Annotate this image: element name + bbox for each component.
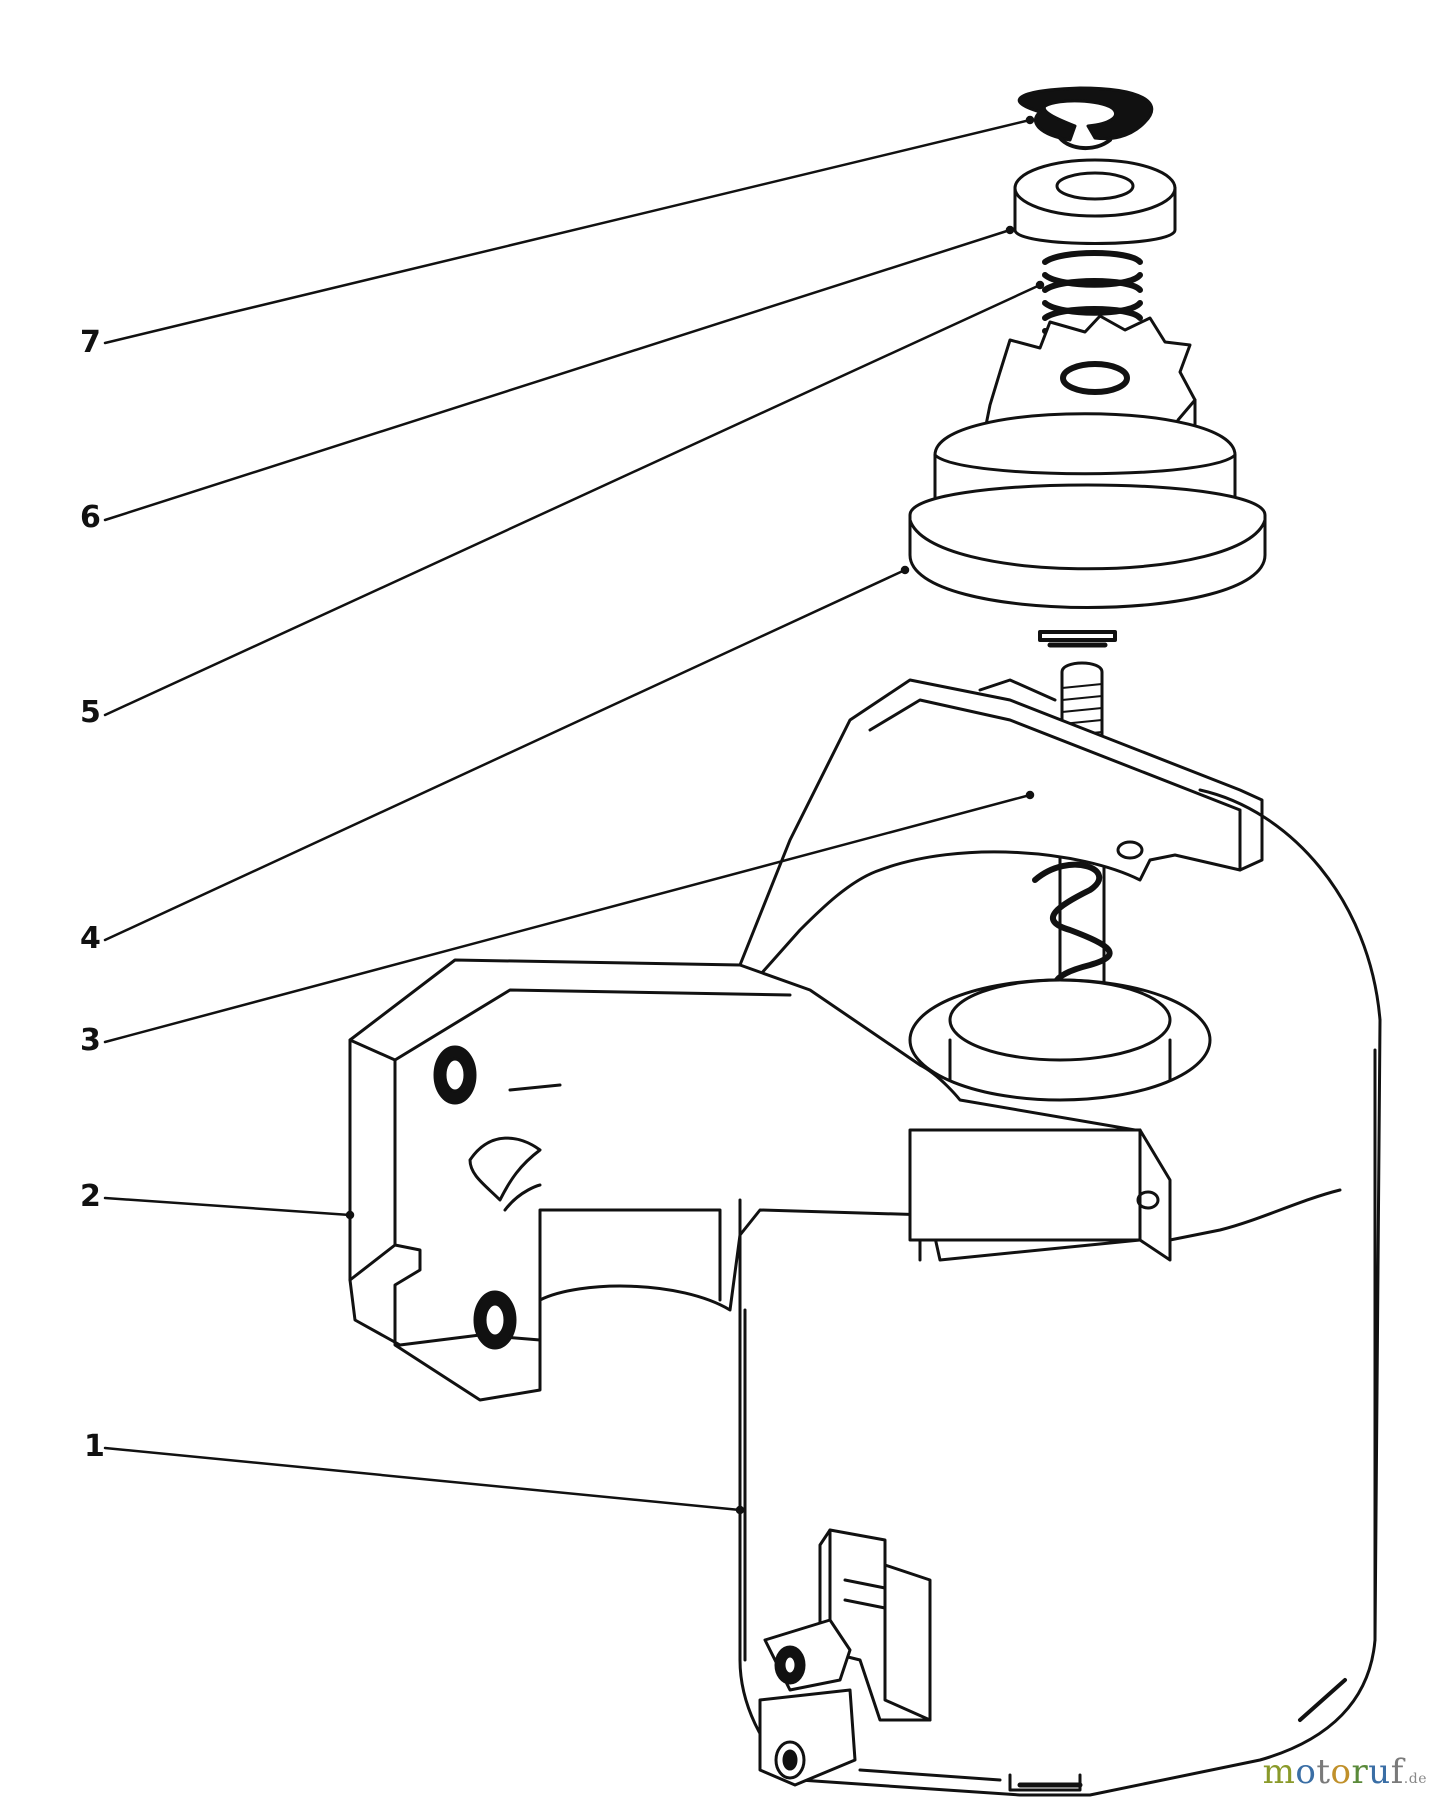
watermark-letter: u <box>1368 1752 1391 1792</box>
watermark-letter: o <box>1295 1752 1317 1792</box>
leader-line-7 <box>103 118 1032 345</box>
callout-1: 1 <box>84 1429 105 1464</box>
mounting-bracket-icon <box>348 678 1264 1402</box>
watermark-letter: r <box>1351 1752 1369 1792</box>
watermark-suffix: .de <box>1403 1771 1427 1787</box>
callout-5: 5 <box>80 695 101 730</box>
leader-line-6 <box>103 228 1012 522</box>
leader-line-2 <box>103 1196 352 1217</box>
callout-2: 2 <box>80 1179 101 1214</box>
watermark-letter: f <box>1390 1752 1404 1792</box>
leader-line-3 <box>103 793 1032 1044</box>
e-ring-clip-icon <box>1017 86 1154 150</box>
starter-motor-icon <box>738 788 1382 1797</box>
leader-lines <box>103 115 1045 1515</box>
callout-6: 6 <box>80 500 101 535</box>
leader-line-5 <box>103 283 1042 717</box>
watermark-logo: motoruf.de <box>1263 1752 1427 1792</box>
callout-4: 4 <box>80 921 101 956</box>
watermark-letter: m <box>1262 1752 1296 1792</box>
leader-line-1 <box>103 1446 742 1512</box>
callout-7: 7 <box>80 325 101 360</box>
watermark-letter: t <box>1316 1752 1331 1792</box>
pinion-gear-icon <box>908 314 1267 648</box>
callout-3: 3 <box>80 1023 101 1058</box>
leader-line-4 <box>103 568 907 942</box>
watermark-letter: o <box>1330 1752 1352 1792</box>
washer-icon <box>1013 158 1177 245</box>
watermark-text: motoruf <box>1263 1752 1404 1792</box>
